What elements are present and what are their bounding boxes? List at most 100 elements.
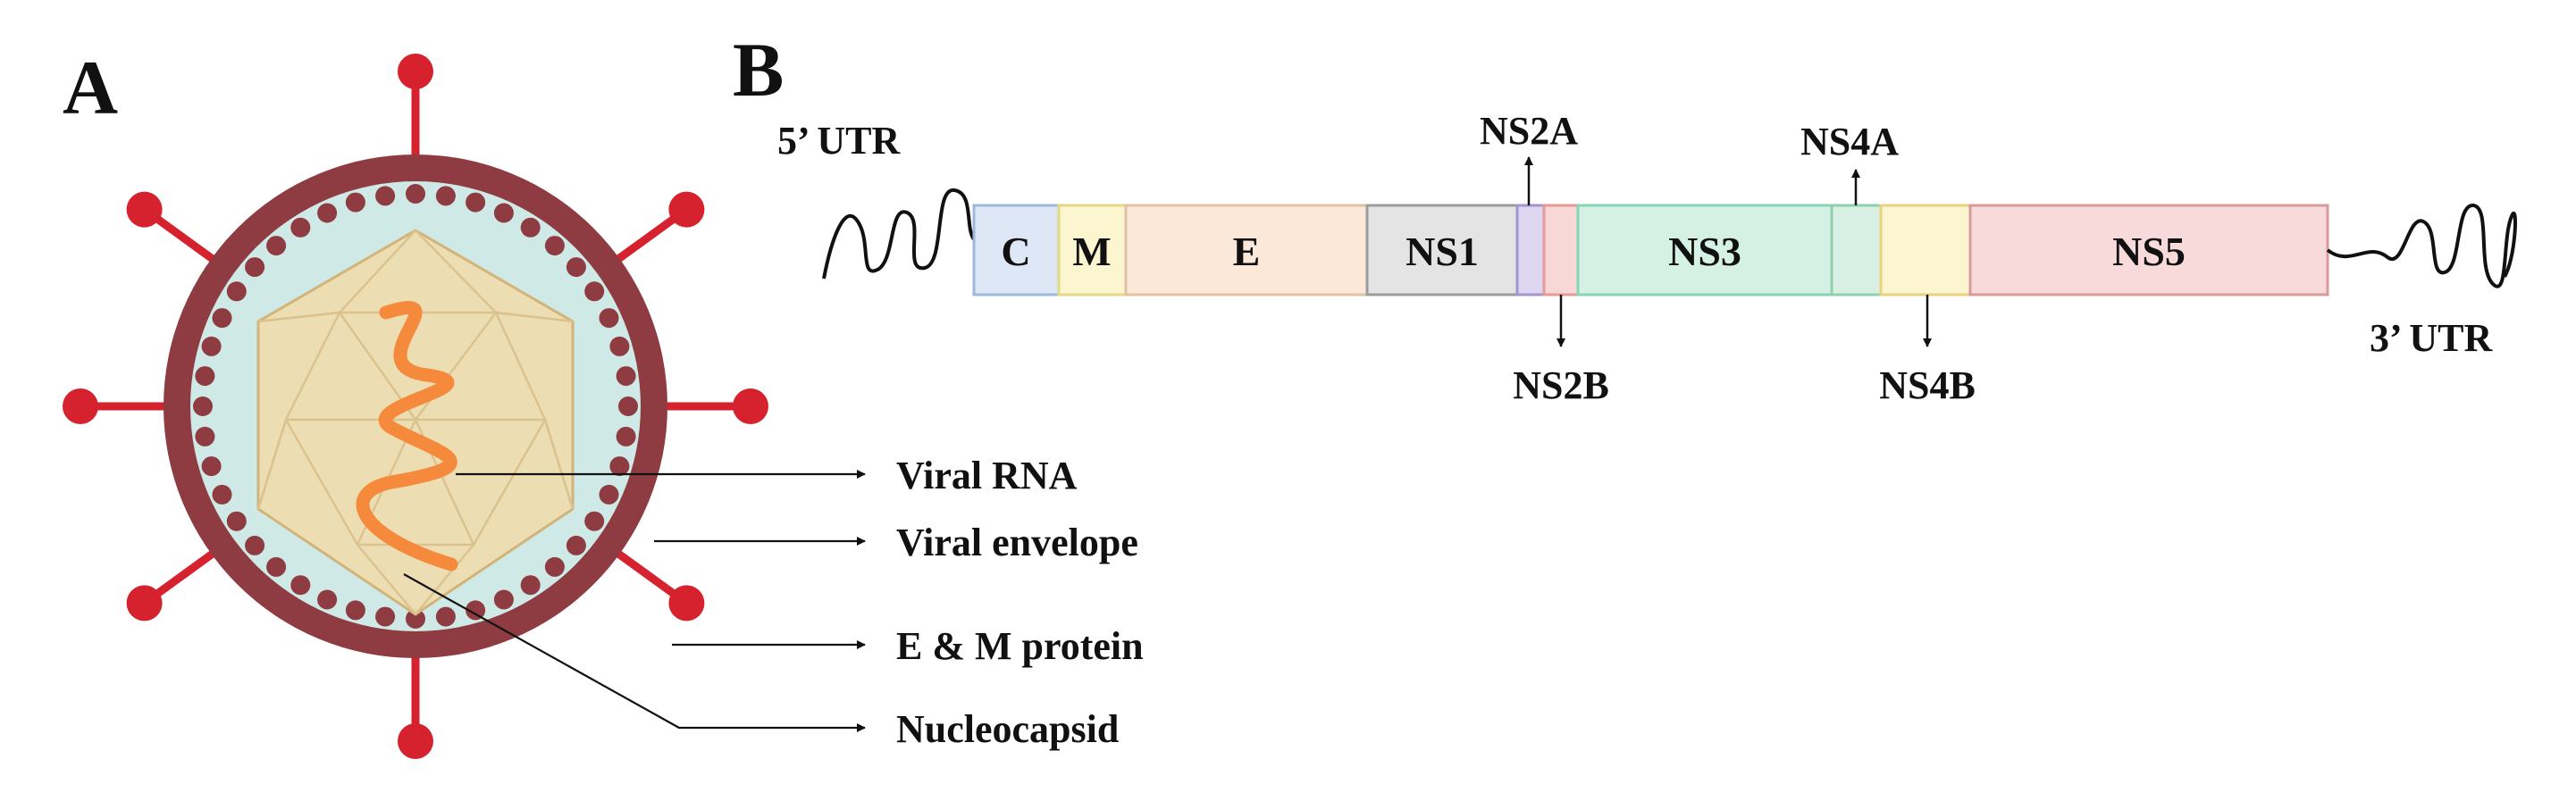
membrane-bead [466, 600, 486, 621]
segment-ns5-label: NS5 [2112, 229, 2186, 274]
membrane-bead [544, 556, 565, 577]
panel-a-letter: A [63, 45, 118, 130]
segment-m-label: M [1072, 229, 1111, 274]
membrane-bead [406, 609, 425, 629]
membrane-bead [616, 366, 636, 387]
membrane-bead [345, 600, 365, 621]
membrane-bead [584, 281, 605, 302]
membrane-bead [435, 186, 456, 206]
spike-head [398, 54, 433, 89]
spike-head [733, 388, 768, 424]
segment-ns1-label: NS1 [1405, 229, 1479, 274]
spike-head [668, 191, 705, 228]
membrane-bead [584, 511, 605, 531]
membrane-beads [193, 184, 638, 629]
membrane-bead [226, 511, 247, 531]
segment-c-label: C [1001, 229, 1030, 274]
viral-envelope-label: Viral envelope [896, 521, 1138, 564]
utr3-label: 3’ UTR [2370, 316, 2494, 360]
membrane-bead [520, 217, 541, 238]
virus-particle [63, 54, 768, 759]
membrane-bead [520, 575, 541, 596]
segment-e: E [1124, 204, 1369, 296]
utr5-label: 5’ UTR [777, 119, 902, 163]
segment-ns5-box [1968, 204, 2329, 296]
membrane-bead [212, 484, 232, 505]
membrane-bead [266, 556, 287, 577]
membrane-bead [345, 192, 365, 213]
segment-m: M [1057, 204, 1128, 296]
segment-ns4b [1879, 204, 1972, 296]
membrane-bead [290, 217, 311, 238]
ns4b-label: NS4B [1879, 363, 1976, 407]
segment-e-label: E [1233, 229, 1261, 274]
spike-head [668, 585, 705, 622]
segment-c-box [972, 204, 1061, 296]
genome-polyprotein: C M E NS1 NS3 NS5 [972, 204, 2329, 296]
segment-ns3-label: NS3 [1668, 229, 1741, 274]
segment-ns2a-box [1515, 204, 1546, 296]
segment-ns1-box [1365, 204, 1519, 296]
panel-a-callouts [403, 470, 866, 732]
spike-head [63, 388, 98, 424]
segment-ns4a [1830, 204, 1883, 296]
spike-head [398, 723, 433, 759]
ns2a-label: NS2A [1480, 109, 1578, 153]
membrane-bead [493, 203, 514, 223]
membrane-bead [618, 396, 638, 416]
segment-ns4b-box [1879, 204, 1972, 296]
e-m-protein-label: E & M protein [896, 624, 1144, 668]
segment-ns5: NS5 [1968, 204, 2329, 296]
segment-c: C [972, 204, 1061, 296]
segment-ns4a-box [1830, 204, 1883, 296]
segment-pointers [1524, 156, 1932, 347]
membrane-bead [566, 257, 586, 278]
spike-head [126, 585, 163, 622]
membrane-bead [375, 606, 396, 627]
membrane-bead [609, 336, 630, 356]
membrane-bead [435, 606, 456, 627]
membrane-bead [566, 535, 586, 555]
membrane-bead [201, 456, 222, 477]
membrane-bead [609, 456, 630, 477]
membrane-bead [544, 236, 565, 256]
segment-pointer-labels: NS2A NS2B NS4A NS4B [1480, 109, 1976, 407]
membrane-bead [193, 396, 213, 416]
ns2b-label: NS2B [1513, 363, 1609, 407]
segment-ns2a [1515, 204, 1546, 296]
membrane-bead [406, 184, 425, 204]
ns4a-label: NS4A [1800, 120, 1899, 163]
membrane-bead [212, 308, 232, 329]
segment-ns3-box [1576, 204, 1833, 296]
membrane-bead [195, 426, 215, 446]
membrane-bead [599, 484, 619, 505]
membrane-bead [201, 336, 222, 356]
membrane-bead [317, 203, 338, 223]
viral-rna-label: Viral RNA [896, 454, 1078, 497]
panel-a-labels: Viral RNA Viral envelope E & M protein N… [896, 454, 1144, 751]
membrane-bead [317, 589, 338, 610]
membrane-bead [493, 589, 514, 610]
membrane-bead [226, 281, 247, 302]
viral-rna-strand [356, 301, 458, 572]
membrane-bead [195, 366, 215, 387]
membrane-bead [466, 192, 486, 213]
membrane-bead [245, 535, 265, 555]
membrane-bead [599, 308, 619, 329]
spike-head [126, 191, 163, 228]
utr5-strand [822, 188, 976, 280]
segment-ns2b [1542, 204, 1580, 296]
panel-b-letter: B [733, 27, 784, 113]
nucleocapsid-pointer [403, 573, 866, 732]
membrane-bead [245, 257, 265, 278]
membrane-bead [290, 575, 311, 596]
segment-ns1: NS1 [1365, 204, 1519, 296]
segment-ns2b-box [1542, 204, 1580, 296]
nucleocapsid-label: Nucleocapsid [896, 707, 1119, 751]
segment-ns3: NS3 [1576, 204, 1833, 296]
utr3-strand [2326, 204, 2517, 288]
membrane-bead [266, 236, 287, 256]
membrane-bead [375, 186, 396, 206]
membrane-bead [616, 426, 636, 446]
